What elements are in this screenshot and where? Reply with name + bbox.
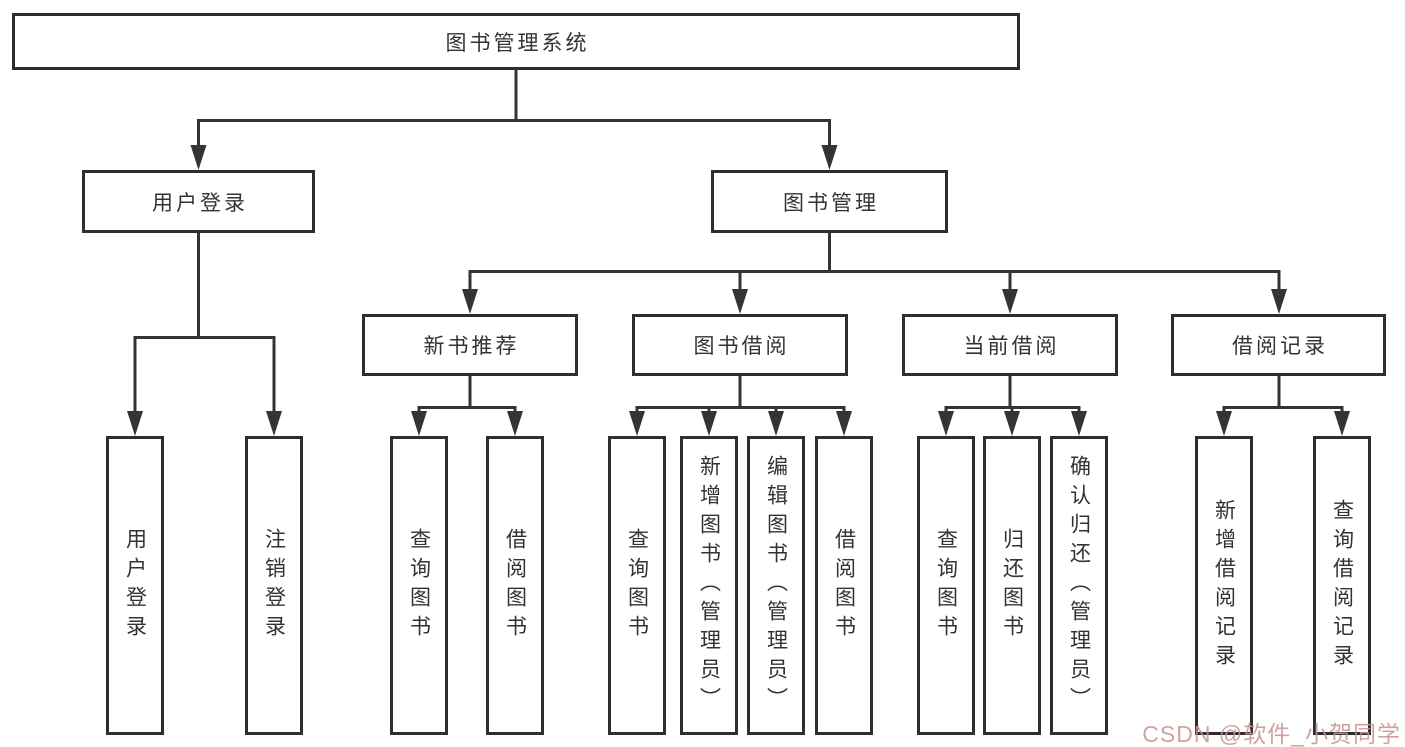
- leaf-query-books-borrowing: 查询图书: [608, 436, 666, 735]
- connector-userlogin-bracket: [133, 336, 276, 412]
- node-label: 新增图书（管理员）: [697, 455, 721, 716]
- arrowhead: [1004, 411, 1020, 436]
- arrowhead: [266, 411, 282, 436]
- arrowhead: [1071, 411, 1087, 436]
- arrowhead: [629, 411, 645, 436]
- leaf-logout: 注销登录: [245, 436, 303, 735]
- leaf-return-books: 归还图书: [983, 436, 1041, 735]
- arrowhead: [1334, 411, 1350, 436]
- arrowhead: [190, 145, 207, 170]
- connector-bookborrow-bracket: [635, 406, 846, 412]
- arrowhead: [127, 411, 143, 436]
- arrowhead: [732, 289, 748, 314]
- leaf-add-borrow-record: 新增借阅记录: [1195, 436, 1253, 735]
- leaf-edit-books-admin: 编辑图书（管理员）: [747, 436, 805, 735]
- node-book-borrowing: 图书借阅: [632, 314, 848, 376]
- node-label: 借阅图书: [832, 527, 856, 644]
- node-label: 用户登录: [152, 191, 248, 215]
- node-label: 编辑图书（管理员）: [764, 455, 788, 716]
- node-label: 新书推荐: [423, 335, 520, 358]
- arrowhead: [462, 289, 478, 314]
- arrowhead: [768, 411, 784, 436]
- leaf-query-borrow-record: 查询借阅记录: [1313, 436, 1371, 735]
- node-label: 查询图书: [625, 527, 649, 644]
- arrowhead: [507, 411, 523, 436]
- node-label: 查询图书: [934, 527, 958, 644]
- node-root: 图书管理系统: [12, 13, 1020, 70]
- node-label: 注销登录: [262, 527, 286, 644]
- arrowhead: [836, 411, 852, 436]
- node-new-book-recommendation: 新书推荐: [362, 314, 578, 376]
- arrowhead: [1002, 289, 1018, 314]
- arrowhead: [938, 411, 954, 436]
- node-label: 图书借阅: [693, 335, 790, 358]
- node-label: 当前借阅: [963, 335, 1060, 358]
- node-label: 查询借阅记录: [1330, 498, 1354, 673]
- leaf-borrow-books-recommend: 借阅图书: [486, 436, 544, 735]
- connector-bookmgmt-bracket: [468, 270, 1281, 290]
- leaf-query-books-recommend: 查询图书: [390, 436, 448, 735]
- connector-bookmgmt-mid: [738, 271, 1012, 290]
- node-label: 借阅图书: [503, 527, 527, 644]
- watermark: CSDN @软件_小贺同学: [1142, 721, 1401, 747]
- node-label: 确认归还（管理员）: [1067, 455, 1091, 716]
- node-label: 借阅记录: [1232, 335, 1328, 358]
- node-label: 图书管理系统: [445, 31, 590, 55]
- arrowhead: [701, 411, 717, 436]
- leaf-borrow-books-borrowing: 借阅图书: [815, 436, 873, 735]
- arrowhead: [411, 411, 427, 436]
- node-label: 图书管理: [783, 191, 879, 215]
- node-current-borrowing: 当前借阅: [902, 314, 1118, 376]
- leaf-confirm-return-admin: 确认归还（管理员）: [1050, 436, 1108, 735]
- node-book-management: 图书管理: [711, 170, 948, 233]
- leaf-add-books-admin: 新增图书（管理员）: [680, 436, 738, 735]
- connector-root-bracket: [197, 119, 831, 147]
- node-label: 用户登录: [123, 527, 147, 644]
- arrowhead: [821, 145, 838, 170]
- leaf-query-books-current: 查询图书: [917, 436, 975, 735]
- connector-newbook-bracket: [417, 406, 517, 412]
- node-user-login: 用户登录: [82, 170, 315, 233]
- arrowhead: [1216, 411, 1232, 436]
- node-label: 归还图书: [1000, 527, 1024, 644]
- node-label: 查询图书: [407, 527, 431, 644]
- leaf-user-login: 用户登录: [106, 436, 164, 735]
- connector-borrowrecord-bracket: [1222, 406, 1344, 412]
- arrowhead: [1271, 289, 1287, 314]
- node-label: 新增借阅记录: [1212, 498, 1236, 673]
- node-borrowing-records: 借阅记录: [1171, 314, 1386, 376]
